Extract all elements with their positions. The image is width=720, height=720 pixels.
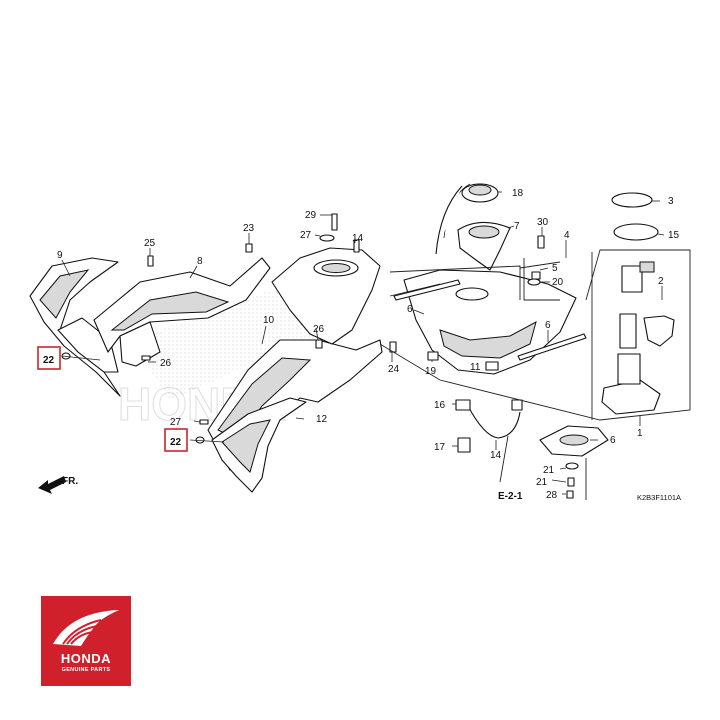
part-label-tag	[485, 361, 499, 371]
callout-4: 4	[564, 230, 570, 241]
part-fuel-cap	[435, 183, 499, 255]
brand-name: HONDA	[60, 651, 112, 666]
front-arrow-icon: FR.	[38, 476, 78, 494]
honda-genuine-parts-logo: HONDA GENUINE PARTS	[41, 596, 131, 686]
callout-14: 14	[352, 233, 364, 244]
part-o-ring-large	[613, 223, 659, 241]
part-o-ring-small	[611, 192, 653, 208]
part-shroud-left	[93, 257, 271, 367]
part-cap-ring	[457, 221, 511, 271]
callout-6-upper: 6	[407, 304, 413, 315]
part-pump-plate	[539, 425, 609, 457]
callout-20-top: 20	[552, 277, 564, 288]
assembly-outline-tank	[389, 265, 521, 300]
part-bolts	[61, 213, 579, 499]
callout-27-left: 26	[160, 358, 172, 369]
highlight-box-26-left	[37, 346, 61, 370]
callout-5: 5	[552, 263, 558, 274]
callout-16: 15	[668, 230, 680, 241]
callout-8: 7	[514, 221, 520, 232]
part-fuel-tank	[389, 269, 577, 375]
callout-21-top: 23	[243, 223, 255, 234]
callout-7: 6	[610, 435, 616, 446]
callout-13: 12	[316, 414, 328, 425]
part-fuel-hose	[455, 399, 523, 453]
callout-17: 16	[434, 400, 446, 411]
callout-24: 21	[536, 477, 548, 488]
callout-12: 11	[470, 362, 481, 373]
callout-18: 17	[434, 442, 446, 453]
assembly-outline-hose	[499, 435, 509, 483]
assembly-outline-bracket	[519, 261, 561, 269]
callout-19: 18	[512, 188, 524, 199]
assembly-outline-grommet	[523, 258, 560, 301]
callout-22-top: 25	[144, 238, 156, 249]
callout-2: 2	[658, 276, 664, 287]
watermark-dots	[130, 280, 330, 400]
callout-23: 21	[543, 465, 555, 476]
callout-22-mid: 26	[313, 324, 325, 335]
callout-6-lower: 6	[545, 320, 551, 331]
callout-27-center: 27	[170, 417, 182, 428]
highlight-box-26-center	[164, 428, 188, 452]
part-strip-lower	[517, 333, 587, 361]
part-fuel-pump	[601, 261, 675, 415]
front-label: FR.	[62, 476, 78, 487]
callout-20-bottom: 19	[425, 366, 437, 377]
diagram-code: K2B3F1101A	[637, 493, 681, 502]
callout-30: 30	[537, 217, 549, 228]
assembly-outline-main	[379, 249, 691, 421]
callout-11: 10	[263, 315, 275, 326]
callout-labels: 9 8 25 23 29 27 14 10 26 24 26 27 12 22 …	[43, 188, 680, 501]
callout-9: 8	[197, 256, 203, 267]
callout-10: 9	[57, 250, 63, 261]
part-side-cover-right	[211, 397, 307, 493]
honda-wing-icon	[53, 610, 119, 646]
callout-15: 14	[490, 450, 502, 461]
callout-26-center: 22	[170, 437, 182, 448]
brand-subtitle: GENUINE PARTS	[61, 667, 111, 673]
part-side-cover-left	[29, 257, 121, 397]
callout-3: 3	[668, 196, 674, 207]
callout-25: 27	[300, 230, 312, 241]
callout-1: 1	[637, 428, 643, 439]
callout-28: 28	[546, 490, 558, 501]
callout-29: 29	[305, 210, 317, 221]
section-reference: E-2-1	[498, 491, 523, 502]
callout-26-left: 22	[43, 355, 55, 366]
callout-21-right: 24	[388, 364, 400, 375]
part-tank-cover	[271, 247, 381, 345]
leader-lines	[61, 191, 665, 495]
part-strip-upper	[393, 279, 461, 301]
